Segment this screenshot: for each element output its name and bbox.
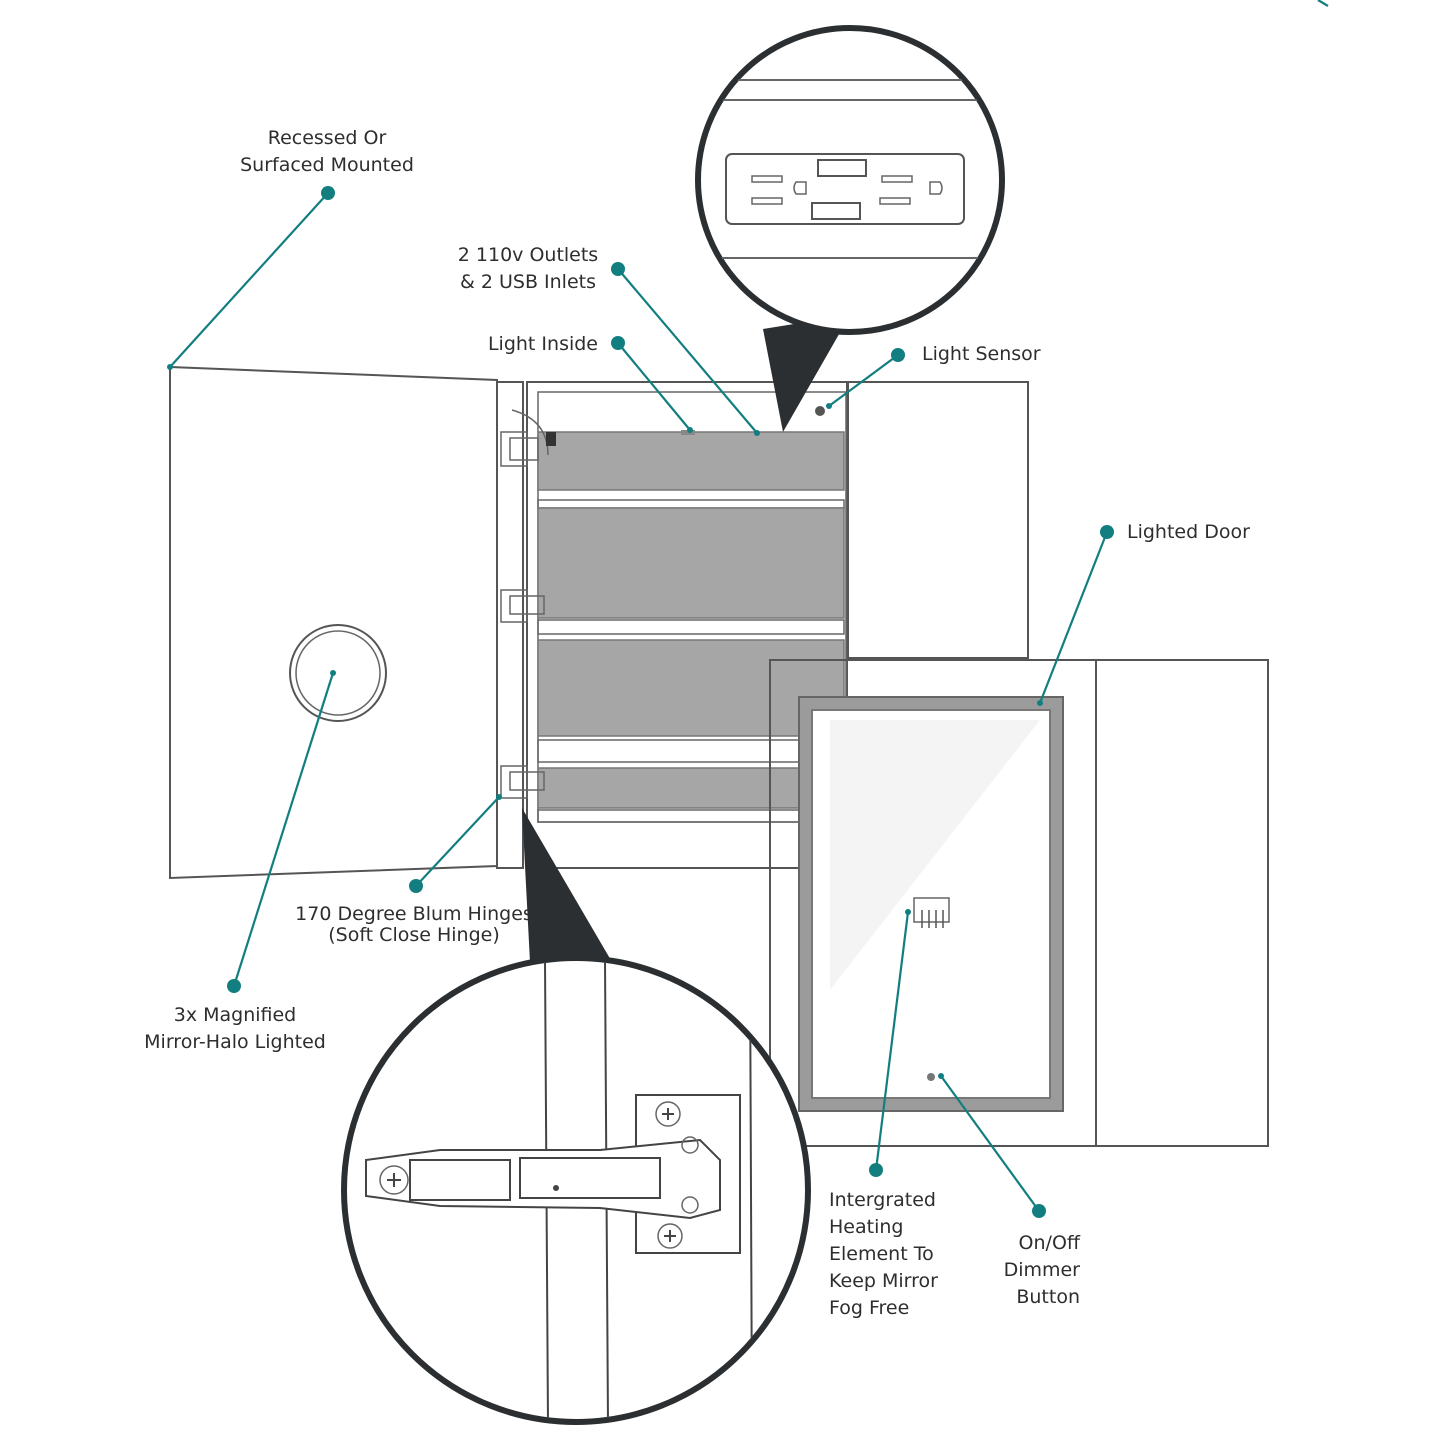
label-hinges-line2: (Soft Close Hinge) <box>328 924 500 946</box>
leader-light-sensor <box>828 354 899 407</box>
hinge-bottom <box>500 765 545 799</box>
leader-dimmer <box>940 1075 1040 1212</box>
label-heating-line5: Fog Free <box>829 1297 909 1319</box>
dot-recessed <box>321 186 335 200</box>
dot-lighted-door <box>1100 525 1114 539</box>
label-light-sensor: Light Sensor <box>922 343 1041 365</box>
label-light-inside: Light Inside <box>488 333 598 355</box>
left-magnified-door <box>169 365 498 880</box>
label-heating-line1: Intergrated <box>829 1189 936 1211</box>
dot-dimmer <box>1032 1204 1046 1218</box>
leader-outlets <box>617 268 758 434</box>
leader-light-inside <box>617 342 691 431</box>
corner-mark <box>1317 0 1329 7</box>
label-outlets-line2: & 2 USB Inlets <box>460 271 596 293</box>
leader-lines <box>169 192 1109 1212</box>
label-heating-line4: Keep Mirror <box>829 1270 938 1292</box>
dot-magnified <box>227 979 241 993</box>
shelf-2 <box>537 507 845 619</box>
leader-recessed <box>169 192 329 368</box>
label-magnified-line2: Mirror-Halo Lighted <box>144 1031 326 1053</box>
usb-port-bottom <box>811 202 861 220</box>
label-heating-line2: Heating <box>829 1216 903 1238</box>
label-recessed-line1: Recessed Or <box>268 127 387 149</box>
labels: Recessed Or Surfaced Mounted 2 110v Outl… <box>144 127 1250 1319</box>
dot-hinges <box>409 879 423 893</box>
leader-magnified <box>232 672 335 987</box>
label-dimmer-line3: Button <box>1016 1286 1080 1308</box>
label-hinges-line1: 170 Degree Blum Hinges <box>295 903 533 925</box>
label-recessed-line2: Surfaced Mounted <box>240 154 414 176</box>
shelf-1 <box>537 431 845 491</box>
outlet-callout <box>695 25 1005 432</box>
right-panel <box>847 381 1029 659</box>
lighted-door <box>769 659 1269 1147</box>
label-dimmer-line1: On/Off <box>1019 1232 1081 1254</box>
leader-heating <box>874 911 910 1171</box>
dimmer-button-dot <box>927 1073 935 1081</box>
light-strip <box>681 430 695 435</box>
label-dimmer-line2: Dimmer <box>1004 1259 1081 1281</box>
dot-light-inside <box>611 336 625 350</box>
label-outlets-line1: 2 110v Outlets <box>458 244 598 266</box>
outlet-faceplate <box>725 153 965 225</box>
callout-dots <box>167 186 1114 1218</box>
dot-outlets <box>611 262 625 276</box>
cabinet-body <box>496 381 1029 869</box>
label-lighted-door: Lighted Door <box>1127 521 1250 543</box>
leader-lighted-door <box>1038 531 1109 704</box>
hinge-top <box>500 409 556 467</box>
label-heating-line3: Element To <box>829 1243 934 1265</box>
magnified-mirror-ring <box>289 624 387 722</box>
dot-heating <box>869 1163 883 1177</box>
label-magnified-line1: 3x Magnified <box>174 1004 297 1026</box>
hinge-middle <box>500 589 545 623</box>
sensor-dot <box>815 406 825 416</box>
hinge-callout <box>341 808 811 1425</box>
shelf-3 <box>537 639 845 737</box>
leader-hinges <box>415 796 500 887</box>
defog-heating-icon <box>913 897 950 928</box>
dot-light-sensor <box>891 348 905 362</box>
usb-port-top <box>817 159 867 177</box>
